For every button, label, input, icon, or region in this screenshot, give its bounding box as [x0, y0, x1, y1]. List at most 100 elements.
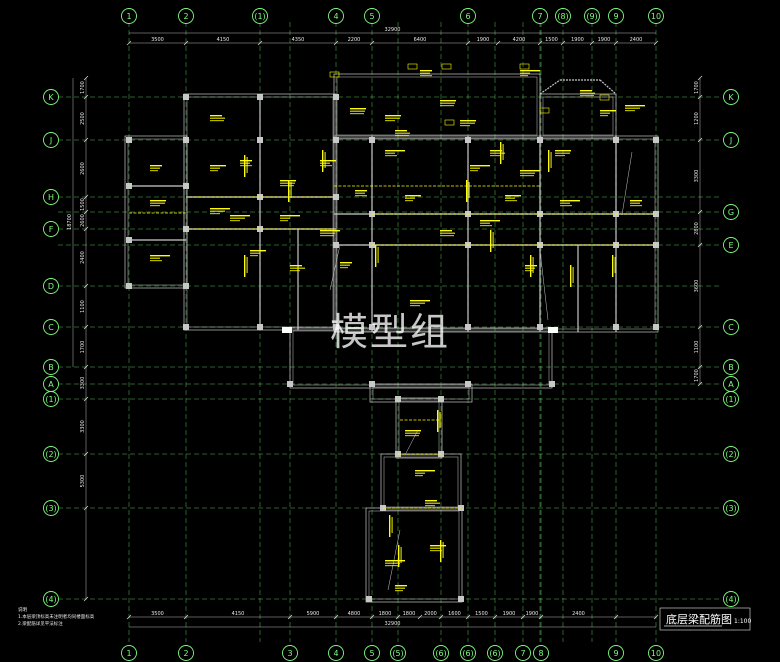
- rebar-mark: [280, 215, 300, 217]
- column: [438, 396, 444, 402]
- axis-bubble-top-circle: [178, 8, 194, 24]
- axis-bubble-right-circle: [723, 132, 739, 148]
- wall-south-block: [289, 327, 553, 389]
- axis-bubble-left-circle: [43, 446, 59, 462]
- rebar-mark: [505, 200, 517, 202]
- rebar-mark: [470, 167, 480, 169]
- top-dimension-value: 1500: [545, 37, 558, 43]
- bottom-dimension-tick: [333, 614, 339, 620]
- axis-bubble-top: (1): [254, 12, 265, 21]
- bottom-dimension-tick: [183, 614, 189, 620]
- rebar-mark: [600, 110, 616, 112]
- rebar-mark: [395, 585, 407, 587]
- rebar-mark-vertical: [322, 150, 324, 172]
- column: [257, 226, 263, 232]
- rebar-mark: [560, 205, 572, 207]
- axis-bubble-top-circle: [532, 8, 548, 24]
- right-dimension-value: 1200: [694, 112, 700, 125]
- right-dimension-tick: [697, 381, 703, 387]
- left-dimension-tick: [83, 324, 89, 330]
- rebar-mark: [505, 197, 515, 199]
- left-dimension-tick: [83, 596, 89, 602]
- rebar-mark: [440, 105, 454, 107]
- axis-bubble-bottom: 7: [520, 649, 525, 658]
- rebar-mark-vertical: [400, 547, 402, 563]
- rebar-mark: [415, 472, 425, 474]
- rebar-mark: [320, 160, 336, 162]
- axis-bubble-bottom: 10: [651, 649, 661, 658]
- left-dimension-value: 3300: [80, 420, 86, 433]
- right-dimension-tick: [697, 137, 703, 143]
- column: [257, 324, 263, 330]
- right-dimension-tick: [697, 324, 703, 330]
- beam-tag: [441, 63, 452, 70]
- rebar-mark: [150, 202, 165, 204]
- rebar-mark-vertical: [500, 142, 502, 164]
- wall-annex-upper-inner: [398, 400, 440, 456]
- rebar-mark: [320, 165, 332, 167]
- rebar-mark: [150, 167, 160, 169]
- rebar-mark: [210, 115, 222, 117]
- bottom-dimension-value: 1500: [475, 611, 488, 617]
- column: [458, 596, 464, 602]
- rebar-mark-vertical: [490, 230, 492, 252]
- rebar-mark: [490, 155, 500, 157]
- axis-bubble-top-circle: [252, 8, 268, 24]
- rebar-mark: [480, 220, 500, 222]
- building-walls: [124, 73, 659, 603]
- bottom-dimension-value: 2400: [572, 611, 585, 617]
- axis-bubble-left-circle: [43, 132, 59, 148]
- rebar-mark: [410, 302, 425, 304]
- axis-bubble-left: J: [49, 136, 52, 145]
- axis-bubble-left: F: [49, 225, 54, 234]
- rebar-mark: [415, 470, 435, 472]
- top-dimension-value: 2200: [348, 37, 361, 43]
- left-dimension-tick: [83, 226, 89, 232]
- axis-bubble-bottom-circle: [608, 645, 624, 661]
- left-dimension-value: 1500: [80, 198, 86, 211]
- rebar-mark: [340, 262, 352, 264]
- rebar-mark: [440, 232, 455, 234]
- column: [549, 381, 555, 387]
- rebar-mark: [395, 132, 410, 134]
- rebar-mark: [420, 75, 432, 77]
- beam-tag: [407, 63, 418, 70]
- rebar-mark-vertical: [548, 150, 550, 172]
- rebar-mark: [630, 200, 642, 202]
- rebar-mark: [150, 200, 166, 202]
- door-opening: [548, 327, 558, 333]
- top-dimension-tick: [126, 40, 132, 46]
- column: [333, 324, 339, 330]
- bottom-dimension-tick: [538, 614, 544, 620]
- axis-bubble-top: 6: [465, 12, 470, 21]
- column: [183, 137, 189, 143]
- axis-bubble-right-circle: [723, 319, 739, 335]
- top-dimension-tick: [257, 40, 263, 46]
- top-dimension-tick: [613, 40, 619, 46]
- column: [465, 324, 471, 330]
- column: [183, 94, 189, 100]
- rebar-mark-vertical: [246, 157, 248, 173]
- left-dimension-tick: [83, 75, 89, 81]
- rebar-mark-vertical: [468, 182, 470, 198]
- rebar-mark: [320, 232, 335, 234]
- rebar-mark: [290, 267, 305, 269]
- axis-bubble-top: 2: [183, 12, 188, 21]
- rebar-mark: [405, 197, 415, 199]
- right-dimension-value: 3600: [694, 280, 700, 293]
- right-dimension-tick: [697, 242, 703, 248]
- column: [333, 194, 339, 200]
- rebar-mark-vertical: [570, 265, 572, 287]
- rebar-mark: [150, 260, 162, 262]
- rebar-mark-vertical: [389, 515, 391, 537]
- rebar-mark: [490, 150, 502, 152]
- rebar-mark: [290, 265, 302, 267]
- wall-entrance-block: [369, 383, 473, 403]
- axis-bubble-left: D: [48, 282, 54, 291]
- axis-bubble-left: H: [48, 193, 54, 202]
- bottom-dimension-tick: [126, 614, 132, 620]
- axis-bubble-left-circle: [43, 278, 59, 294]
- rebar-mark: [395, 590, 403, 592]
- left-dimension-tick: [83, 94, 89, 100]
